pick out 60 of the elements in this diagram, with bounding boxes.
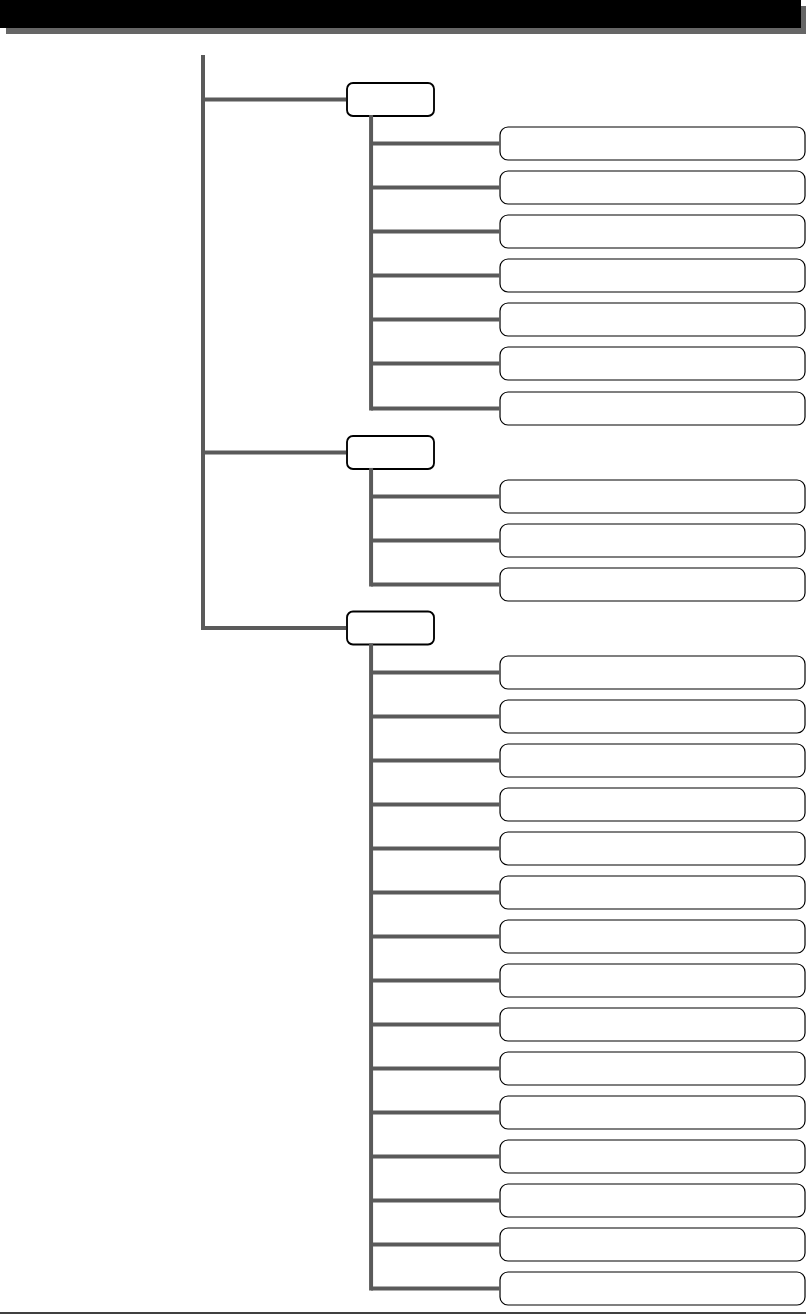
connector-line xyxy=(371,406,500,411)
leaf-box xyxy=(499,831,806,866)
leaf-box xyxy=(499,258,806,293)
leaf-box xyxy=(499,875,806,910)
connector-line xyxy=(371,494,500,499)
leaf-box xyxy=(499,214,806,249)
leaf-box xyxy=(499,126,806,161)
leaf-box xyxy=(499,699,806,734)
leaf-box xyxy=(499,567,806,602)
connector-line xyxy=(371,317,500,322)
branch-box xyxy=(346,610,435,646)
branch-box xyxy=(346,82,435,117)
leaf-box xyxy=(499,787,806,822)
connector-line xyxy=(371,1198,500,1203)
trunk-line xyxy=(369,467,374,587)
leaf-box xyxy=(499,479,806,514)
connector-line xyxy=(371,185,500,190)
connector-line xyxy=(371,538,500,543)
connector-line xyxy=(371,273,500,278)
trunk-line xyxy=(369,114,374,411)
trunk-line xyxy=(369,643,374,1291)
leaf-box xyxy=(499,1271,806,1306)
connector-line xyxy=(203,97,347,102)
leaf-box xyxy=(499,302,806,337)
leaf-box xyxy=(499,170,806,205)
connector-line xyxy=(371,978,500,983)
connector-line xyxy=(371,802,500,807)
connector-line xyxy=(371,582,500,587)
leaf-box xyxy=(499,655,806,690)
leaf-box xyxy=(499,523,806,558)
leaf-box xyxy=(499,1051,806,1086)
connector-line xyxy=(371,141,500,146)
connector-line xyxy=(371,1022,500,1027)
connector-line xyxy=(371,1242,500,1247)
leaf-box xyxy=(499,919,806,954)
leaf-box xyxy=(499,1227,806,1262)
connector-line xyxy=(371,670,500,675)
connector-line xyxy=(371,1286,500,1291)
connector-line xyxy=(371,361,500,366)
leaf-box xyxy=(499,1183,806,1218)
leaf-box xyxy=(499,391,806,426)
leaf-box xyxy=(499,743,806,778)
connector-line xyxy=(371,890,500,895)
connector-line xyxy=(203,450,347,455)
leaf-box xyxy=(499,1139,806,1174)
leaf-box xyxy=(499,1095,806,1130)
leaf-box xyxy=(499,346,806,381)
leaf-box xyxy=(499,1007,806,1042)
leaf-box xyxy=(499,963,806,998)
connector-line xyxy=(371,758,500,763)
connector-line xyxy=(371,934,500,939)
connector-line xyxy=(203,626,347,630)
connector-line xyxy=(371,1110,500,1115)
connector-line xyxy=(371,714,500,719)
connector-line xyxy=(371,1154,500,1159)
connector-line xyxy=(371,846,500,851)
trunk-line xyxy=(201,55,205,630)
branch-box xyxy=(346,435,435,470)
connector-line xyxy=(371,1066,500,1071)
connector-line xyxy=(371,229,500,234)
